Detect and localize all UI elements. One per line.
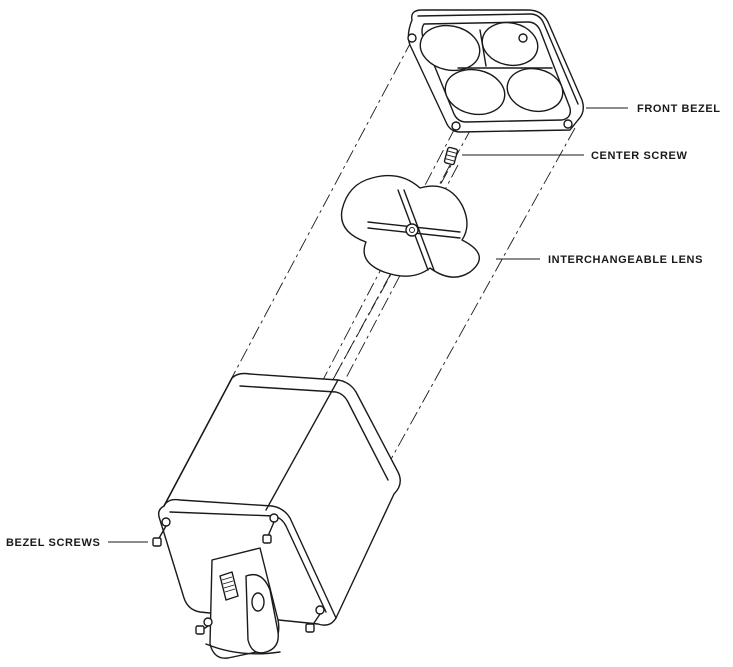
bezel-lens-opening [419,24,481,72]
bezel-screw-hole [563,119,573,129]
center-screw [443,146,459,166]
projection-line-center-b [344,164,459,381]
bezel-screw [195,617,213,635]
bezel-lens-opening [506,67,564,113]
bezel-screw [152,517,171,547]
bezel-screw [262,513,279,544]
bezel-screw-hole [518,33,528,43]
interchangeable-lens [340,174,480,278]
bezel-screw [305,605,325,633]
label-center-screw: CENTER SCREW [591,150,687,162]
bezel-lens-opening [481,21,539,67]
bezel-lens-opening [444,68,506,116]
bezel-screws [152,513,325,635]
projection-line-center-a [329,164,451,386]
mounting-yoke [205,547,281,659]
front-bezel [407,9,585,133]
leader-lines [108,107,628,543]
bezel-screw-hole [451,121,461,131]
label-front-bezel: FRONT BEZEL [637,103,721,115]
label-interchangeable-lens: INTERCHANGEABLE LENS [548,254,703,266]
projection-line-left [227,39,413,386]
projection-line-right [384,127,576,471]
bezel-screw-hole [407,33,417,43]
label-bezel-screws: BEZEL SCREWS [6,537,100,549]
fixture-housing [157,372,401,626]
lens-center-hub [405,223,419,237]
